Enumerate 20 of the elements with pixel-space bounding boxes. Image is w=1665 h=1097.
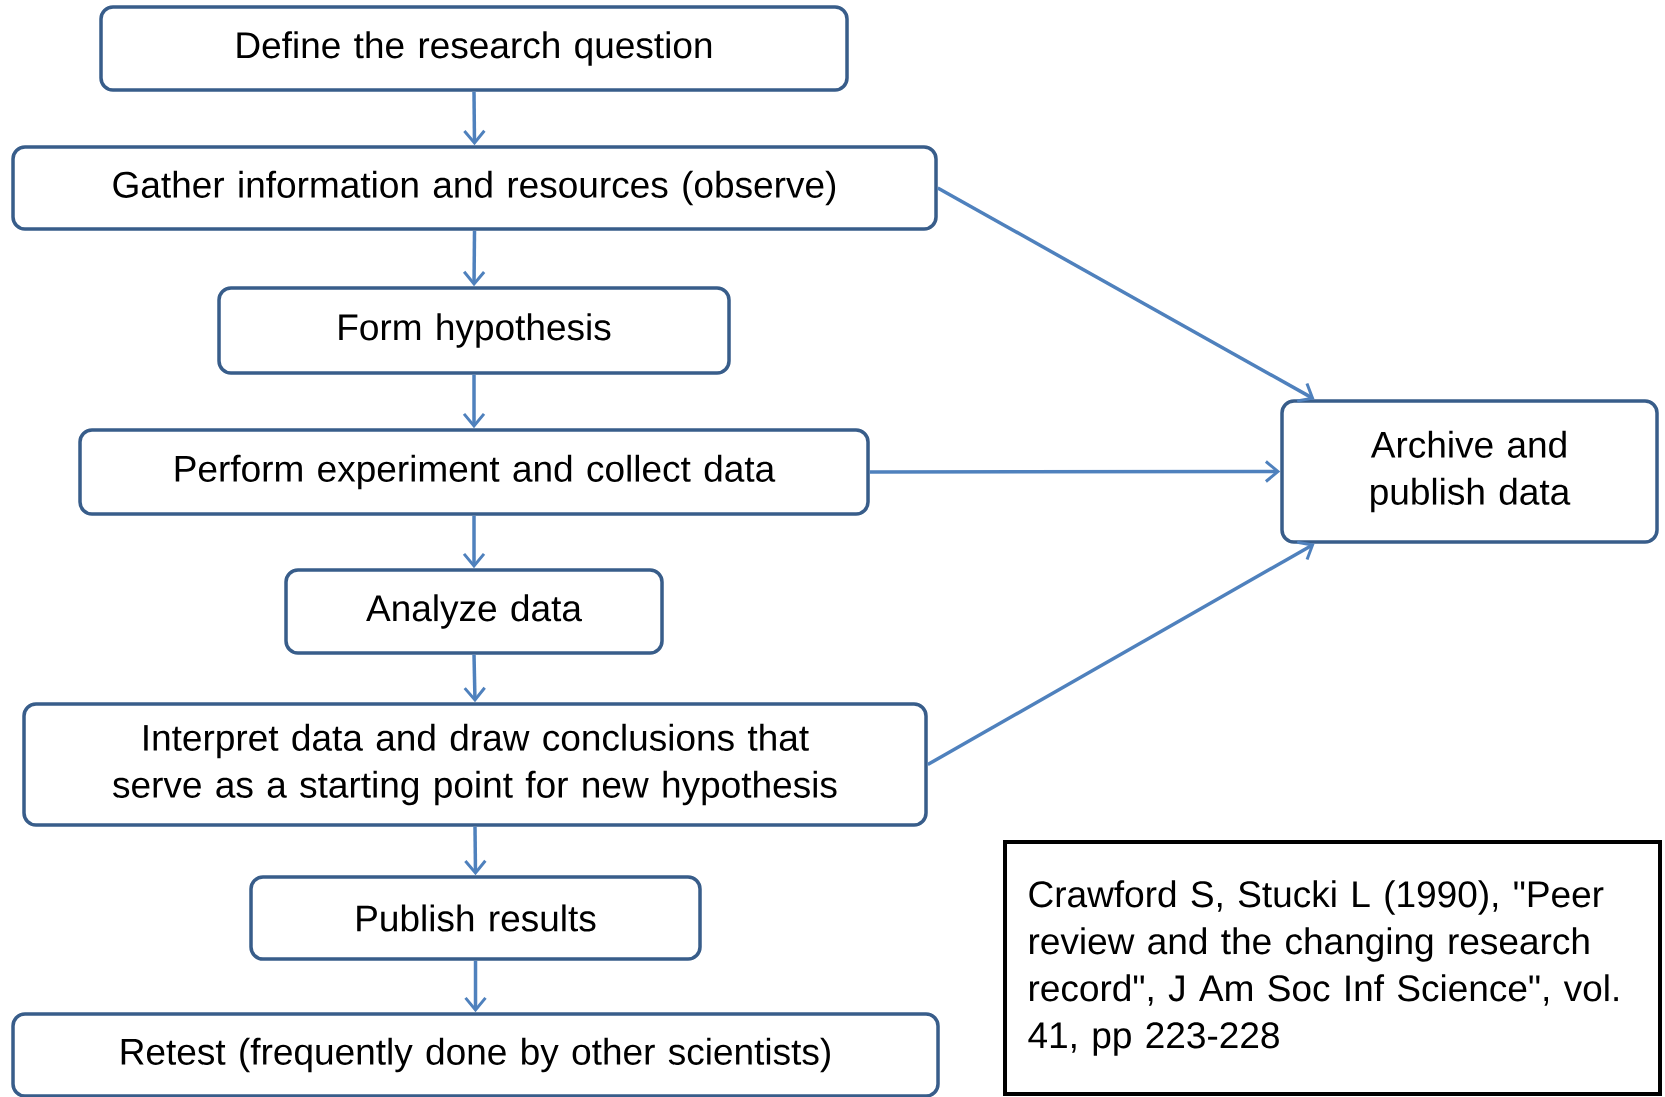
arrow [936, 186, 1315, 403]
arrow [462, 374, 486, 429]
arrow [869, 460, 1281, 483]
arrow [463, 230, 486, 287]
process-box: Gather information and resources (observe) [11, 145, 938, 231]
arrow [462, 515, 486, 569]
arrow [464, 826, 487, 876]
arrow [464, 960, 487, 1013]
citation-box: Crawford S, Stucki L (1990), "Peer review and the changing research record", J Am Soc Inf Science", vol. 41, pp 223-228 [1003, 840, 1662, 1096]
process-box: Define the research question [99, 5, 849, 92]
process-box: Form hypothesis [217, 286, 731, 375]
process-box: Analyze data [284, 568, 664, 655]
process-box: Perform experiment and collect data [78, 428, 870, 516]
process-box: Publish results [249, 875, 702, 961]
process-box: Interpret data and draw conclusions that serve as a starting point for new hypothesis [22, 702, 928, 827]
process-box: Archive and publish data [1280, 399, 1659, 544]
arrow [926, 540, 1315, 767]
process-box: Retest (frequently done by other scientists) [11, 1012, 940, 1097]
arrow [463, 654, 486, 703]
arrow [463, 91, 486, 146]
